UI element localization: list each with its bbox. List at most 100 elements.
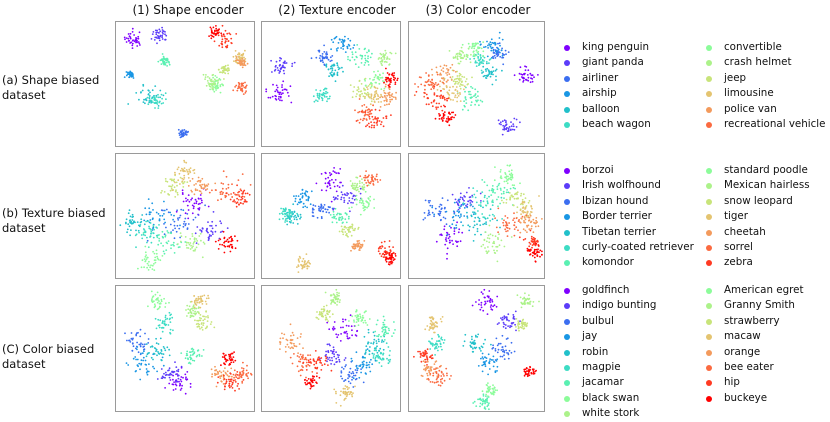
scatter-point <box>463 76 466 78</box>
scatter-point <box>127 33 130 35</box>
scatter-point <box>480 205 482 208</box>
scatter-point <box>275 88 278 91</box>
scatter-point <box>323 95 326 97</box>
scatter-point <box>202 349 205 351</box>
scatter-point <box>207 183 210 185</box>
scatter-point <box>164 302 167 305</box>
scatter-point <box>515 126 518 128</box>
scatter-point <box>220 371 223 374</box>
scatter-point <box>193 184 196 186</box>
scatter-point <box>496 188 499 191</box>
scatter-point <box>161 31 164 34</box>
scatter-point <box>193 241 195 244</box>
scatter-point <box>153 367 156 370</box>
scatter-point <box>186 378 189 381</box>
scatter-point <box>331 216 334 219</box>
scatter-point <box>428 103 430 106</box>
scatter-point <box>373 334 376 337</box>
scatter-point <box>313 363 316 366</box>
scatter-point <box>210 368 213 371</box>
scatter-point <box>334 69 337 72</box>
scatter-point <box>140 362 143 365</box>
scatter-point <box>156 31 158 34</box>
scatter-point <box>382 323 385 326</box>
scatter-point <box>506 164 509 167</box>
scatter-point <box>460 215 462 217</box>
scatter-point <box>141 343 144 346</box>
scatter-point <box>461 75 464 78</box>
scatter-point <box>223 378 226 380</box>
scatter-point <box>394 253 397 255</box>
scatter-point <box>335 402 338 404</box>
scatter-point <box>143 258 146 260</box>
scatter-point <box>286 91 289 94</box>
scatter-point <box>507 313 510 316</box>
scatter-point <box>284 88 287 91</box>
scatter-point <box>180 235 183 238</box>
scatter-point <box>214 369 216 372</box>
scatter-point <box>497 348 500 351</box>
scatter-point <box>520 306 523 309</box>
scatter-point <box>144 260 147 263</box>
scatter-point <box>154 85 157 87</box>
scatter-point <box>530 240 533 242</box>
scatter-point <box>462 202 465 205</box>
scatter-point <box>246 62 249 65</box>
scatter-point <box>456 80 458 83</box>
scatter-point <box>429 322 432 325</box>
scatter-point <box>189 354 192 357</box>
scatter-point <box>384 49 387 52</box>
scatter-point <box>207 239 210 241</box>
scatter-point <box>319 54 322 57</box>
scatter-point <box>175 210 178 213</box>
scatter-point <box>320 208 323 210</box>
scatter-point <box>514 323 516 326</box>
scatter-point <box>441 95 444 98</box>
scatter-point <box>374 330 377 333</box>
scatter-point <box>191 197 193 200</box>
scatter-point <box>203 294 206 297</box>
scatter-point <box>162 209 164 212</box>
scatter-point <box>455 214 457 217</box>
scatter-point <box>325 304 328 307</box>
scatter-point <box>473 211 476 214</box>
scatter-point <box>189 386 192 388</box>
scatter-point <box>532 301 535 303</box>
scatter-point <box>509 187 512 190</box>
scatter-point <box>427 79 430 81</box>
scatter-point <box>494 166 496 168</box>
scatter-point <box>500 175 502 178</box>
scatter-point <box>513 117 516 120</box>
scatter-point <box>210 83 213 86</box>
scatter-point <box>354 369 357 371</box>
scatter-point <box>344 318 347 321</box>
scatter-point <box>387 359 390 361</box>
scatter-point <box>187 241 190 244</box>
scatter-point <box>499 342 502 345</box>
scatter-point <box>342 318 344 321</box>
scatter-point <box>488 368 491 370</box>
scatter-point <box>465 204 467 207</box>
scatter-point <box>492 52 495 54</box>
scatter-point <box>210 37 213 40</box>
scatter-point <box>211 220 214 223</box>
scatter-point <box>495 305 498 308</box>
scatter-point <box>156 236 159 239</box>
scatter-point <box>482 393 485 396</box>
scatter-point <box>135 92 138 94</box>
scatter-point <box>508 165 511 167</box>
scatter-point <box>392 246 394 248</box>
scatter-point <box>368 353 371 356</box>
scatter-point <box>435 108 438 110</box>
scatter-point <box>450 226 452 229</box>
scatter-point <box>530 235 533 238</box>
scatter-point <box>320 203 323 206</box>
scatter-point <box>479 54 482 56</box>
scatter-point <box>423 212 426 214</box>
scatter-point <box>479 201 482 204</box>
scatter-point <box>456 75 459 77</box>
scatter-point <box>332 213 335 216</box>
scatter-point <box>228 382 231 385</box>
scatter-point <box>481 400 484 403</box>
scatter-point <box>150 264 152 267</box>
